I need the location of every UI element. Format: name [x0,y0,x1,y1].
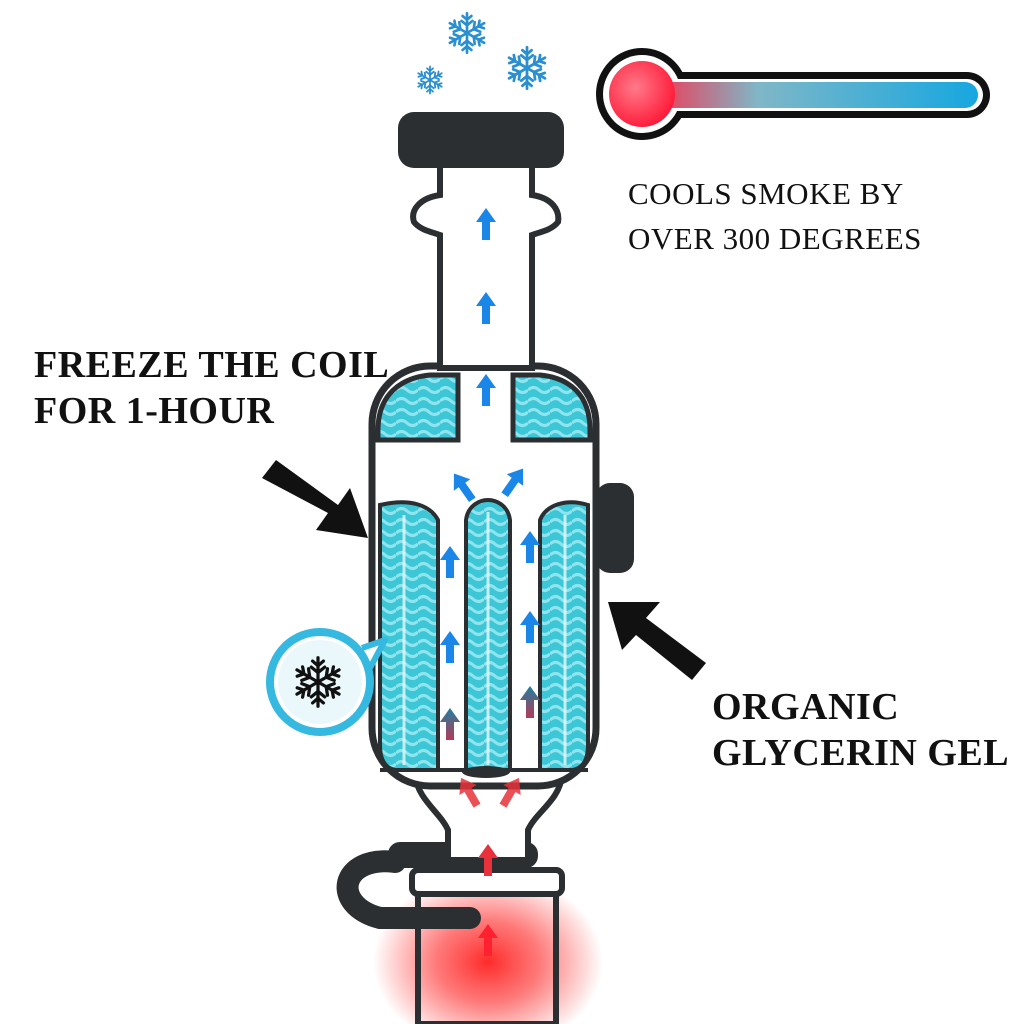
pointer-arrow-glycerin [608,602,706,680]
neck-tube [398,112,564,371]
snowflake-icon [447,13,487,53]
glycerin-label: ORGANIC GLYCERIN GEL [712,684,1009,777]
cooling-label: COOLS SMOKE BY OVER 300 DEGREES [628,172,922,262]
cooling-label-line-1: COOLS SMOKE BY [628,176,904,211]
pointer-arrow-freeze [262,460,368,538]
snowflake-icon [416,67,443,94]
glycerin-label-line-2: GLYCERIN GEL [712,732,1010,775]
thermometer-icon [596,48,990,140]
freeze-label: FREEZE THE COIL FOR 1-HOUR [34,342,389,435]
glycerin-label-line-1: ORGANIC [712,686,900,728]
freeze-badge [266,628,388,736]
lower-joint [411,772,566,863]
snowflake-icon [506,47,548,88]
freeze-label-line-1: FREEZE THE COIL [34,344,390,386]
freeze-label-line-2: FOR 1-HOUR [34,390,275,433]
cooling-label-line-2: OVER 300 DEGREES [628,220,922,256]
chamber [368,362,634,790]
